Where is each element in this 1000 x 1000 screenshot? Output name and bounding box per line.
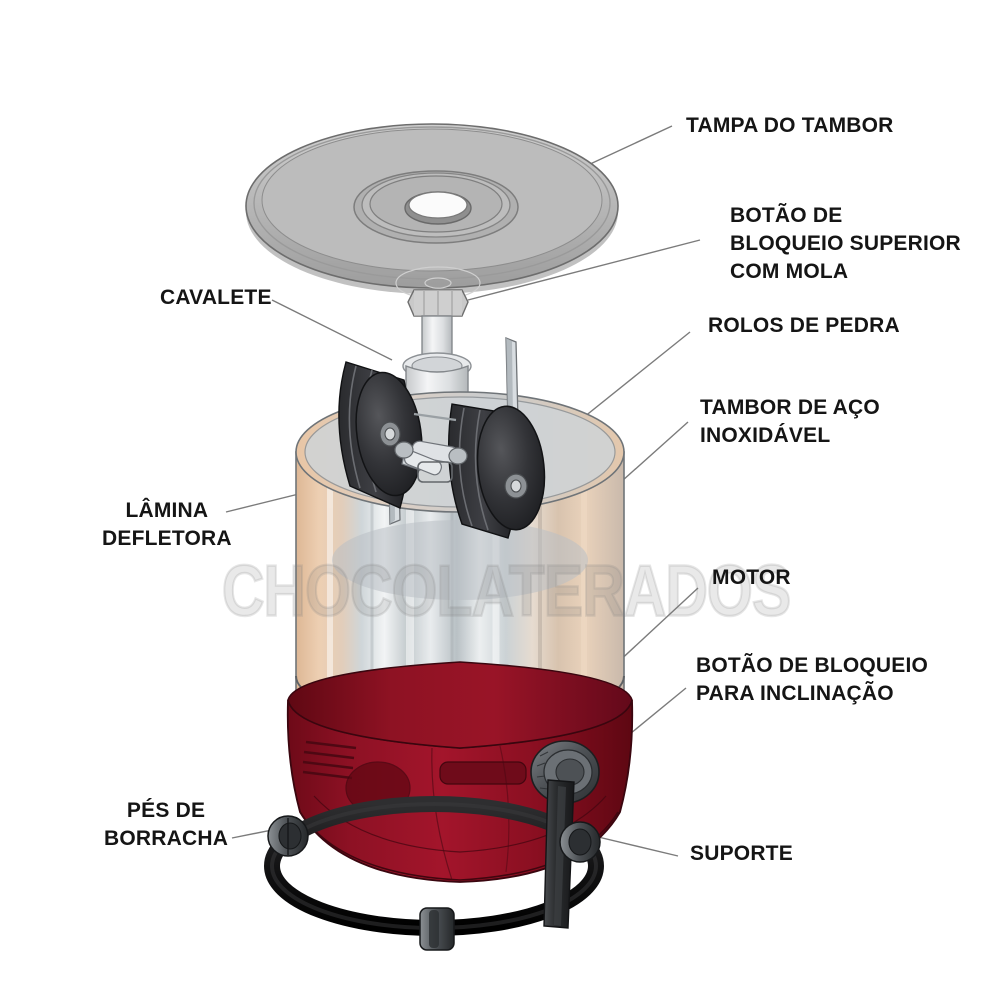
label-lamina-defletora: LÂMINA DEFLETORA <box>102 499 232 550</box>
leader-suporte <box>593 835 679 857</box>
label-rolos-de-pedra: ROLOS DE PEDRA <box>708 314 900 337</box>
label-pes-de-borracha: PÉS DE BORRACHA <box>104 799 229 850</box>
rubber-foot-right <box>559 821 601 863</box>
label-tampa-do-tambor: TAMPA DO TAMBOR <box>686 114 894 137</box>
rubber-foot-left <box>267 815 309 857</box>
label-botao-bloqueio-inclinacao: BOTÃO DE BLOQUEIO PARA INCLINAÇÃO <box>696 654 929 705</box>
label-botao-bloqueio-superior: BOTÃO DE BLOQUEIO SUPERIOR COM MOLA <box>730 204 961 283</box>
rubber-foot-front <box>419 907 455 951</box>
label-motor: MOTOR <box>712 566 791 589</box>
label-suporte: SUPORTE <box>690 842 793 865</box>
rubber-feet-group <box>267 815 601 951</box>
lid-group <box>245 123 619 300</box>
stone-rollers-group <box>338 361 546 539</box>
label-tambor-de-aco: TAMBOR DE AÇO INOXIDÁVEL <box>700 396 880 447</box>
leader-botao-bloqueio-superior <box>467 239 701 301</box>
leader-cavalete <box>271 299 393 361</box>
label-cavalete: CAVALETE <box>160 286 272 309</box>
stone-roller-left <box>338 361 423 509</box>
stone-roller-right <box>447 403 546 539</box>
roller-arms <box>394 412 468 483</box>
